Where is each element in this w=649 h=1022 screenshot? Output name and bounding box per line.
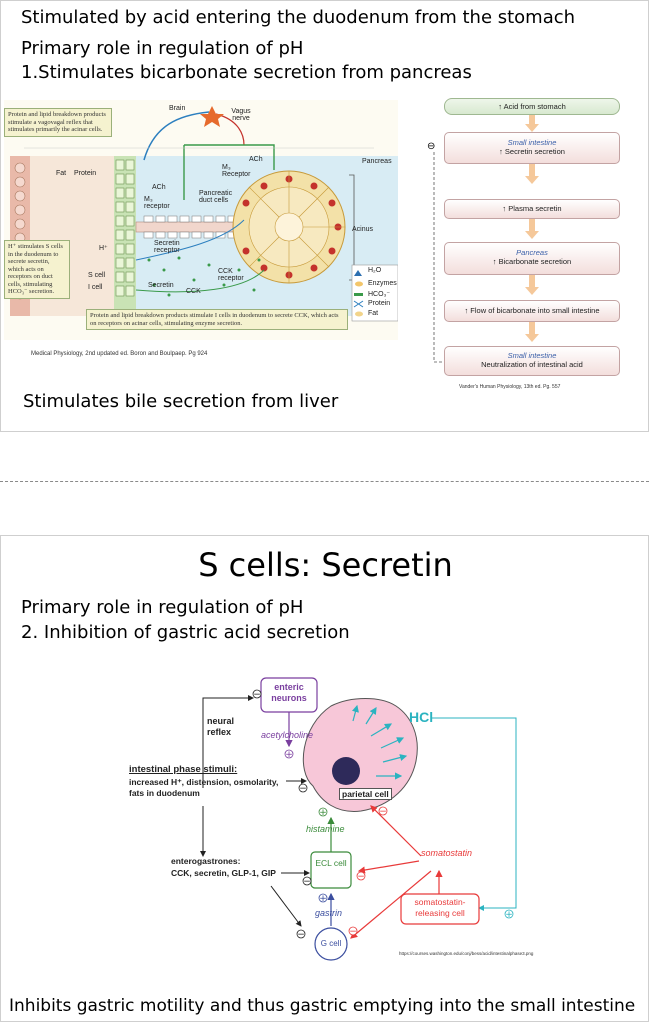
label-secretin: Secretin — [148, 282, 174, 289]
caption-cck: Protein and lipid breakdown products sti… — [86, 309, 348, 330]
slide1-line3: 1.Stimulates bicarbonate secretion from … — [21, 62, 472, 83]
pancreas-secretion-figure: Protein and lipid breakdown products sti… — [4, 100, 400, 340]
label-m3-receptor-1: M₃ Receptor — [222, 164, 251, 178]
enterogastrones-text: CCK, secretin, GLP-1, GIP — [171, 868, 276, 878]
slide2-line2: 2. Inhibition of gastric acid secretion — [21, 622, 350, 643]
label-cck: CCK — [186, 288, 201, 295]
label-protein: Protein — [74, 170, 97, 177]
svg-text:−: − — [303, 877, 311, 887]
svg-text:+: + — [319, 894, 327, 904]
flow-box-pancreas-title: Pancreas — [516, 248, 548, 257]
label-s-cell: S cell — [88, 272, 106, 279]
svg-text:+: + — [505, 910, 513, 920]
flow-box-flow-text: ↑ Flow of bicarbonate into small intesti… — [464, 306, 600, 315]
flow-box-neutralization-title: Small intestine — [507, 351, 557, 360]
somatostatin-label: somatostatin — [421, 848, 473, 858]
label-vagus: Vagus nerve — [231, 108, 251, 122]
svg-text:−: − — [379, 807, 387, 817]
label-acinus: Acinus — [352, 226, 374, 233]
flow-box-secretin-text: ↑ Secretin secretion — [499, 147, 565, 156]
slide2-title: S cells: Secretin — [198, 546, 453, 584]
label-h-plus: H⁺ — [99, 245, 108, 252]
label-i-cell: I cell — [88, 284, 103, 291]
intestinal-phase-text: increased H⁺, distension, osmolarity, fa… — [129, 777, 279, 798]
label-secretin-receptor: Secretin receptor — [154, 240, 180, 254]
svg-text:−: − — [357, 872, 365, 882]
slide1-line2: Primary role in regulation of pH — [21, 38, 304, 59]
flow-box-plasma-text: ↑ Plasma secretin — [502, 204, 562, 213]
legend-enzymes: Enzymes — [368, 280, 397, 287]
flow-box-plasma: ↑ Plasma secretin — [444, 199, 620, 219]
flow-box-neutralization: Small intestine Neutralization of intest… — [444, 346, 620, 376]
flow-box-secretin: Small intestine ↑ Secretin secretion — [444, 132, 620, 164]
legend-protein: Protein — [368, 300, 391, 307]
histamine-label: histamine — [306, 824, 345, 834]
label-m3-receptor-2: M₃ receptor — [144, 196, 170, 210]
slide2-last-line: Inhibits gastric motility and thus gastr… — [9, 996, 636, 1016]
flow-source: Vander's Human Physiology, 13th ed. Pg. … — [459, 384, 561, 390]
flow-feedback-line — [433, 115, 539, 363]
flow-box-flow: ↑ Flow of bicarbonate into small intesti… — [444, 300, 620, 322]
somatostatin-cell-label: somatostatin-releasing cell — [414, 897, 466, 918]
legend-fat: Fat — [368, 310, 379, 317]
enteric-neurons-label: enteric neurons — [271, 682, 307, 703]
slide2-line1: Primary role in regulation of pH — [21, 597, 304, 618]
svg-text:+: + — [319, 808, 327, 818]
flow-box-bicarbonate: Pancreas ↑ Bicarbonate secretion — [444, 242, 620, 275]
label-fat: Fat — [56, 170, 67, 177]
flow-box-bicarbonate-text: ↑ Bicarbonate secretion — [492, 257, 572, 266]
secretin-flow-chart: ⊖ ↑ Acid from stomach Small intestine ↑ … — [424, 94, 634, 394]
neural-reflex-label: neural reflex — [207, 716, 235, 737]
svg-text:−: − — [299, 784, 307, 794]
label-cck-receptor: CCK receptor — [218, 268, 244, 282]
flow-box-neutralization-text: Neutralization of intestinal acid — [481, 360, 583, 369]
enterogastrones-title: enterogastrones: — [171, 856, 241, 866]
gastric-acid-inhibition-figure: − + − + − + − − − − + enteric neurons ne… — [121, 676, 541, 961]
caption-vagovagal: Protein and lipid breakdown products sti… — [4, 108, 112, 137]
hcl-label: HCl — [409, 709, 434, 725]
gastric-diagram: − + − + − + − − − − + — [200, 677, 517, 961]
parietal-cell-label: parietal cell — [339, 788, 392, 800]
flow-feedback-sign: ⊖ — [427, 141, 436, 152]
flow-box-secretin-title: Small intestine — [507, 138, 557, 147]
ecl-cell-label: ECL cell — [315, 858, 347, 868]
svg-text:−: − — [253, 690, 261, 700]
label-brain: Brain — [169, 105, 186, 112]
g-cell-label: G cell — [320, 939, 342, 948]
svg-text:−: − — [297, 930, 305, 940]
label-ach-1: ACh — [249, 156, 263, 163]
figure1-source: Medical Physiology, 2nd updated ed. Boro… — [31, 351, 208, 357]
legend-water: H₂O — [368, 267, 382, 274]
svg-text:−: − — [349, 927, 357, 937]
slide1-line1: Stimulated by acid entering the duodenum… — [21, 7, 576, 28]
acetylcholine-label: acetylcholine — [261, 730, 314, 740]
slide-separator — [0, 481, 649, 482]
flow-box-acid: ↑ Acid from stomach — [444, 98, 620, 115]
figure2-source: https://courses.washington.edu/conj/bess… — [399, 951, 534, 956]
pancreas-diagram — [4, 100, 400, 340]
svg-text:+: + — [285, 750, 293, 760]
gastrin-label: gastrin — [315, 908, 343, 918]
slide1-line4: Stimulates bile secretion from liver — [23, 391, 339, 412]
slide-1: Stimulated by acid entering the duodenum… — [0, 0, 649, 432]
flow-box-acid-text: ↑ Acid from stomach — [498, 102, 566, 111]
slide-2: S cells: Secretin Primary role in regula… — [0, 535, 649, 1022]
label-duct-cells: Pancreatic duct cells — [199, 190, 233, 204]
intestinal-phase-title: intestinal phase stimuli: — [129, 764, 238, 775]
caption-secretin: H⁺ stimulates S cells in the duodenum to… — [4, 240, 70, 299]
label-ach-2: ACh — [152, 184, 166, 191]
label-pancreas: Pancreas — [362, 158, 392, 165]
legend-bicarbonate: HCO₃⁻ — [368, 291, 391, 298]
